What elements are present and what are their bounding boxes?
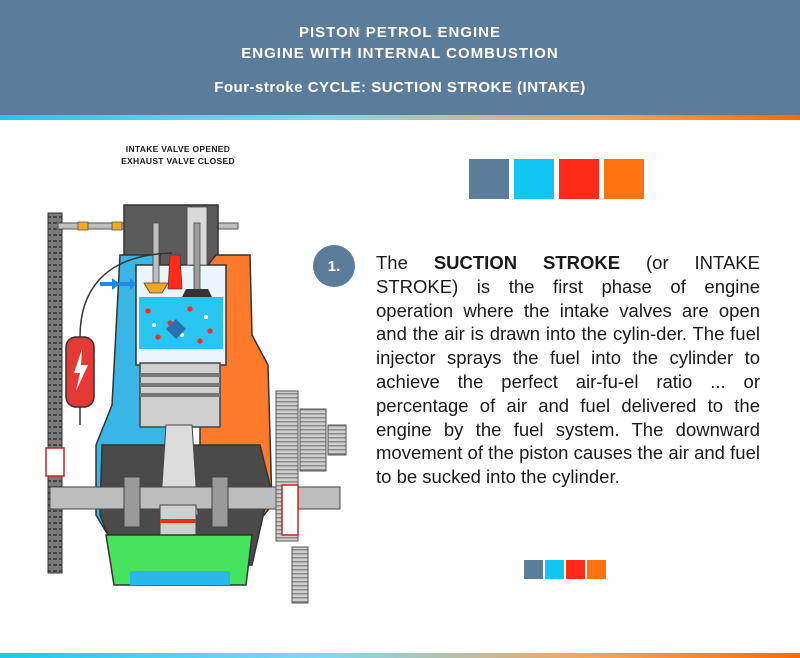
lightning-bolt-icon [74, 349, 88, 391]
text-emphasis: SUCTION STROKE [433, 252, 621, 273]
intake-valve-head [143, 282, 169, 294]
swatch-cyan [514, 159, 554, 199]
valve-status-note: INTAKE VALVE OPENED EXHAUST VALVE CLOSED [98, 143, 258, 167]
intake-flow-icon [100, 278, 136, 290]
air-fuel-mixture [139, 297, 223, 349]
gear-medium [299, 408, 327, 472]
intake-valve-status: INTAKE VALVE OPENED [125, 144, 231, 154]
text-before: The [376, 252, 434, 273]
spark-plug [167, 254, 183, 290]
swatch-orange [604, 159, 644, 199]
exhaust-valve-head [182, 289, 212, 297]
cycle-subtitle: Four-stroke CYCLE: SUCTION STROKE (INTAK… [0, 79, 800, 96]
timing-chain [47, 212, 63, 574]
cycle-prefix: Four-stroke CYCLE: [214, 79, 367, 96]
gear-small [291, 546, 309, 604]
text-after: (or INTAKE STROKE) is the first phase of… [376, 252, 760, 488]
engine-cutaway-diagram [45, 204, 347, 604]
swatch-slate [469, 159, 509, 199]
title-line-1: PISTON PETROL ENGINE [299, 24, 501, 41]
step-number-badge: 1. [313, 245, 355, 287]
header-banner: PISTON PETROL ENGINE ENGINE WITH INTERNA… [0, 0, 800, 115]
swatch-red [559, 159, 599, 199]
bottom-gradient-stripe [0, 653, 800, 658]
top-gradient-stripe [0, 115, 800, 120]
ignition-wire [79, 252, 173, 338]
color-swatches-small [524, 560, 606, 579]
swatch-orange-small [587, 560, 606, 579]
intake-valve-stem [152, 222, 160, 284]
cycle-stage: SUCTION STROKE (INTAKE) [371, 79, 586, 96]
exhaust-valve-status: EXHAUST VALVE CLOSED [121, 156, 235, 166]
swatch-red-small [566, 560, 585, 579]
chain-tensioner [45, 447, 65, 477]
swatch-slate-small [524, 560, 543, 579]
swatch-cyan-small [545, 560, 564, 579]
title-line-2: ENGINE WITH INTERNAL COMBUSTION [241, 45, 559, 62]
color-swatches-large [469, 159, 644, 199]
down-arrow-icon [166, 319, 186, 339]
step-description: The SUCTION STROKE (or INTAKE STROKE) is… [376, 251, 760, 489]
